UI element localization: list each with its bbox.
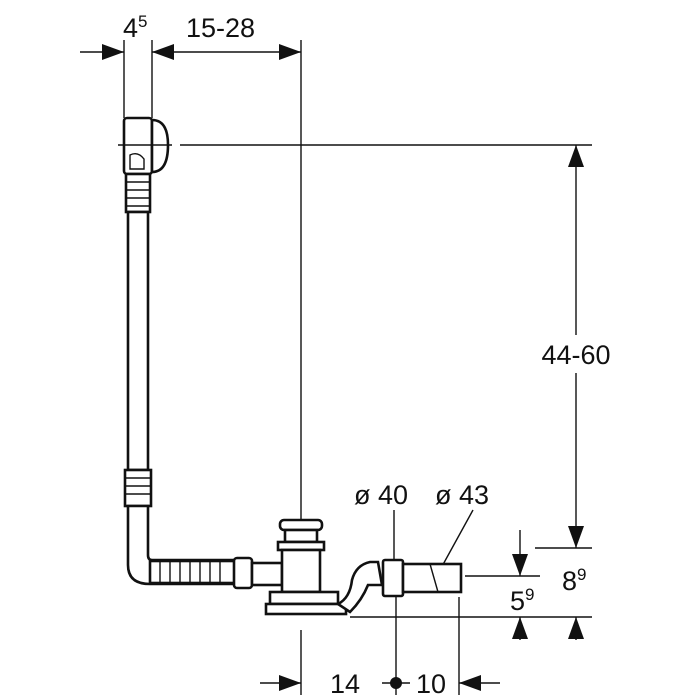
label-15-28: 15-28: [186, 13, 255, 43]
dim-overflow-offset: 15-28: [152, 13, 301, 60]
dim-depths: 59 89: [350, 530, 592, 640]
label-d40: ø 40: [354, 480, 408, 510]
overflow-fitting: [118, 116, 172, 214]
label-8-9: 89: [562, 565, 587, 596]
dim-height: 44-60: [180, 144, 615, 548]
label-44-60: 44-60: [541, 340, 610, 370]
label-14: 14: [330, 669, 360, 699]
label-10: 10: [416, 669, 446, 699]
dim-bottom: 14 10: [260, 597, 500, 699]
label-d43: ø 43: [435, 480, 489, 510]
label-5-9: 59: [510, 585, 535, 616]
drain-body: [250, 518, 463, 616]
overflow-pipe: [123, 210, 254, 590]
label-4-5: 45: [123, 12, 148, 43]
dim-overflow-thickness: 45: [80, 12, 153, 118]
